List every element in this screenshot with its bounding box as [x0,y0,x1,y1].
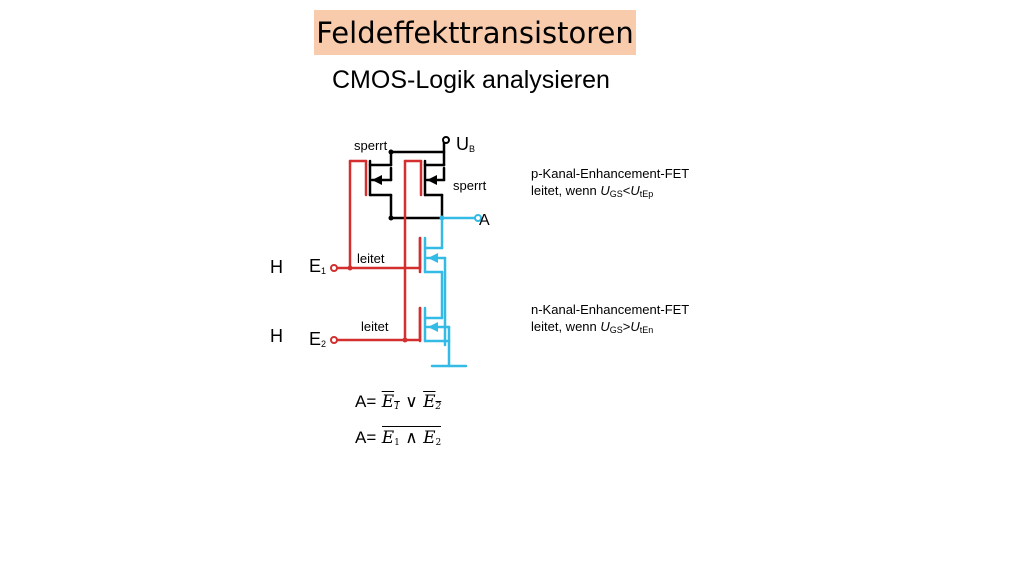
input2-terminal [330,336,338,344]
title-box: Feldeffekttransistoren [314,10,636,55]
pkanal-note: p-Kanal-Enhancement-FET leitet, wenn UGS… [531,166,690,199]
input1-label: E1 [309,256,327,276]
pmos2-arrow [427,175,437,185]
output-node-right [439,215,445,221]
supply-label: UB [456,134,476,154]
input2-label: E2 [309,329,327,349]
input1-terminal [330,264,338,272]
page-title: Feldeffekttransistoren [316,15,634,50]
input1-node [347,265,353,271]
output-label: A [479,212,490,229]
input2-node [402,337,408,343]
formula-or: A= E1 ∨ E2 [355,392,442,412]
output-node-left [388,215,394,221]
nmos1-arrow [428,253,438,263]
nmos2-arrow [428,322,438,332]
input1-level: H [270,257,283,277]
nmos-network [423,216,478,368]
nmos1-state: leitet [357,251,385,266]
nkanal-note: n-Kanal-Enhancement-FET leitet, wenn UGS… [531,302,690,335]
formula-and: A= E1 ∧ E2 [355,426,442,448]
page-subtitle: CMOS-Logik analysieren [332,66,610,94]
output-terminal [474,214,482,222]
supply-node [388,149,394,155]
input-wires [335,159,423,343]
input2-level: H [270,326,283,346]
pmos1-arrow [372,175,382,185]
pmos2-state: sperrt [453,178,487,193]
pmos1-state: sperrt [354,138,388,153]
supply-terminal [442,136,450,144]
nmos2-state: leitet [361,319,389,334]
